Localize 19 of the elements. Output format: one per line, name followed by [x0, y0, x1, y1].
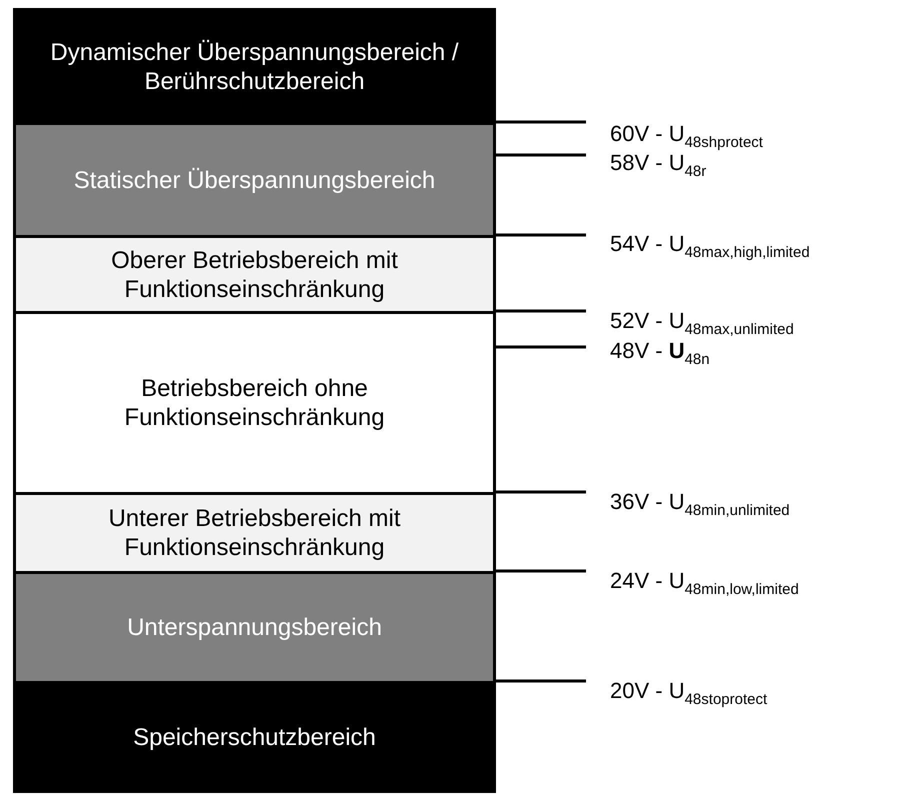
band-label: Speicherschutzbereich: [132, 722, 377, 752]
voltage-band: [13, 311, 496, 495]
band-label: Oberer Betriebsbereich mit Funktionseinschränkung: [110, 246, 399, 304]
voltage-label: 24V - U$_{48min,low,limited}$: [610, 568, 799, 594]
voltage-label: 58V - U$_{48r}$: [610, 150, 706, 176]
voltage-label: 52V - U$_{48max,unlimited}$: [610, 308, 794, 334]
band-label: Unterer Betriebsbereich mit Funktionseinschränkung: [107, 504, 402, 562]
voltage-band: [13, 235, 496, 314]
voltage-band: [13, 122, 496, 238]
voltage-label: 36V - U$_{48min,unlimited}$: [610, 489, 790, 515]
voltage-band: [13, 8, 496, 125]
band-label: Unterspannungsbereich: [126, 613, 383, 642]
voltage-label: 48V - U$_{48n}$: [610, 338, 710, 364]
band-label: Statischer Überspannungsbereich: [72, 166, 436, 194]
band-label: Dynamischer Überspannungsbereich / Berührschutzbereich: [49, 38, 460, 96]
voltage-band: [13, 681, 496, 793]
voltage-band: [13, 571, 496, 684]
band-label: Betriebsbereich ohne Funktionseinschränkung: [123, 374, 386, 432]
voltage-band: [13, 492, 496, 574]
